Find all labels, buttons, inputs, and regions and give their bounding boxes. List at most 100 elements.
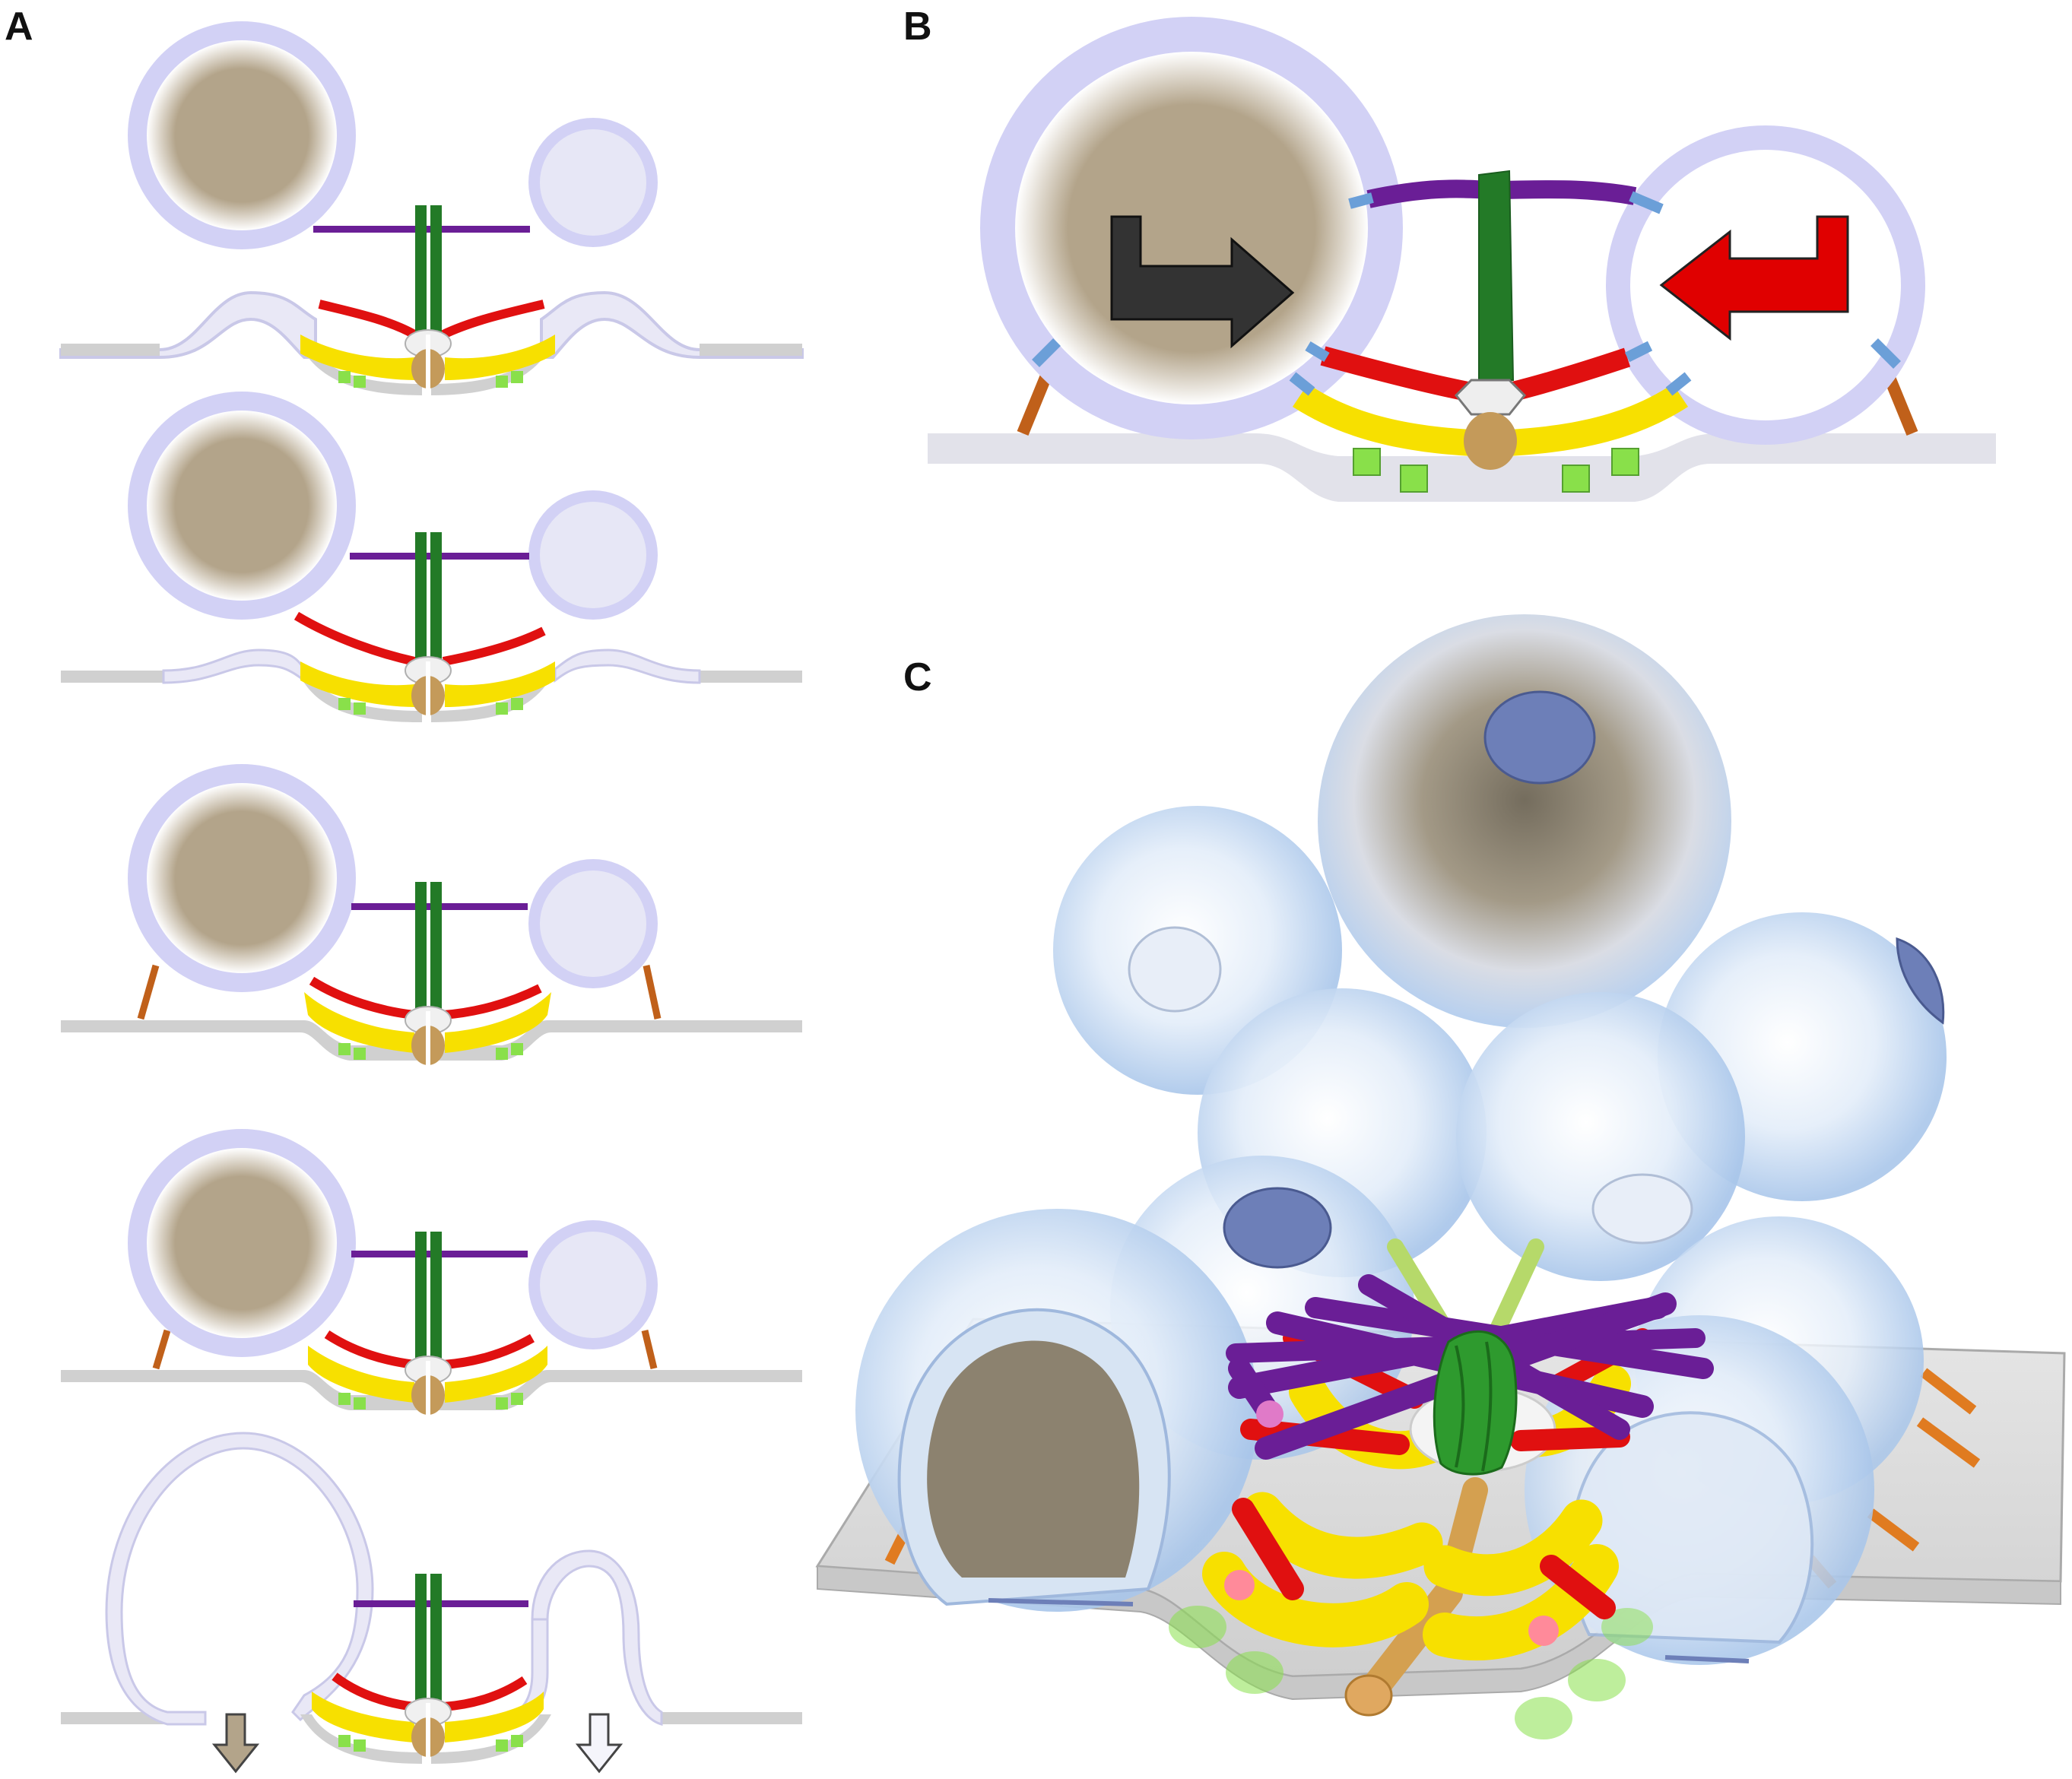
actin-bundle (415, 532, 427, 665)
panel-a-stage-1 (59, 21, 804, 403)
red-filament-end (1528, 1616, 1559, 1646)
red-filament (324, 1330, 415, 1369)
red-filament (1320, 346, 1470, 401)
plasma-membrane (554, 648, 701, 684)
membrane-line (61, 1712, 167, 1724)
membrane-pit (300, 346, 422, 395)
green-square (1562, 465, 1590, 493)
tan-core (1464, 412, 1517, 470)
yellow-filament (1509, 384, 1688, 456)
yellow-filament (445, 661, 555, 707)
membrane-line (700, 671, 802, 683)
blue-tip (1289, 372, 1315, 396)
membrane-pit (300, 1714, 422, 1764)
dense-core (1015, 52, 1368, 404)
actin-bundle (1455, 1345, 1465, 1468)
orange-tether (1867, 1508, 1920, 1552)
red-filament (442, 626, 546, 666)
yellow-filament (445, 1346, 547, 1403)
nucleus (1483, 690, 1596, 785)
background-vesicle (1456, 992, 1745, 1281)
membrane-pit (431, 1714, 551, 1764)
actin-bundle (430, 1232, 442, 1368)
red-filament (1510, 347, 1631, 401)
actin-bundle (430, 532, 442, 665)
red-filament (332, 1673, 415, 1711)
center-gap (426, 1703, 430, 1771)
yellow-filament (445, 1692, 544, 1743)
green-square (1611, 448, 1639, 476)
actin-bundle (430, 1574, 442, 1711)
red-filament-end (1224, 1570, 1255, 1600)
green-square (511, 698, 523, 710)
nucleus (1128, 926, 1222, 1013)
yellow-filament (304, 992, 414, 1053)
fused-small-vesicle (531, 1549, 663, 1726)
orange-tether (641, 1329, 658, 1370)
green-square (338, 371, 351, 383)
membrane-pit (300, 677, 422, 722)
panel-label-b: B (903, 5, 932, 49)
yellow-filament (445, 335, 555, 380)
membrane-line (61, 344, 160, 356)
actin-bundle (1478, 170, 1515, 381)
blue-tip (1305, 341, 1330, 363)
yellow-filament (300, 335, 414, 380)
actin-bundle (415, 1574, 427, 1711)
actin-bundle (415, 882, 427, 1019)
green-anchor (1169, 1606, 1226, 1648)
plasma-membrane (61, 1020, 802, 1061)
blue-tip (1348, 192, 1374, 209)
center-gap (426, 661, 430, 730)
yellow-filament (1241, 1492, 1443, 1579)
orange-tether (1920, 1368, 1977, 1415)
nucleus (1896, 937, 1945, 1025)
green-anchor (1226, 1651, 1283, 1694)
green-square (496, 702, 508, 715)
right-turn-arrow-icon (1110, 215, 1295, 349)
small-vesicle-lumen (540, 502, 646, 608)
panel-label-a: A (5, 5, 33, 49)
green-square (511, 371, 523, 383)
membrane-line (61, 671, 163, 683)
actin-bundle (430, 205, 442, 338)
dense-core (927, 1340, 1140, 1578)
tan-rod-end (1344, 1674, 1393, 1717)
membrane-pit (431, 677, 551, 722)
red-filament (1232, 1498, 1304, 1600)
orange-tether (1916, 1417, 1981, 1468)
small-vesicle-lumen (540, 129, 646, 236)
dense-core (147, 40, 337, 230)
green-square (496, 376, 508, 388)
red-filament (1540, 1555, 1616, 1619)
plasma-membrane (59, 290, 317, 359)
dense-core (147, 411, 337, 601)
green-square (354, 1397, 366, 1410)
blue-tip (1871, 338, 1901, 369)
red-filament (1510, 1426, 1630, 1451)
actin-bundle (430, 882, 442, 1019)
docking-plate (1664, 1655, 1750, 1663)
green-square (1400, 465, 1428, 493)
yellow-filament (300, 661, 414, 707)
membrane-line (662, 1712, 802, 1724)
membrane-pit (431, 346, 551, 395)
green-square (511, 1043, 523, 1055)
actin-bundle (1433, 1330, 1518, 1476)
green-anchor (1601, 1608, 1653, 1646)
blue-tip (1629, 191, 1664, 214)
center-gap (426, 1011, 430, 1080)
plasma-membrane (61, 1370, 802, 1410)
yellow-filament (1423, 1499, 1603, 1597)
panel-a-stage-4 (61, 1129, 802, 1429)
small-vesicle-lumen (540, 1232, 646, 1338)
green-square (354, 1048, 366, 1060)
yellow-filament (312, 1692, 414, 1743)
green-square (338, 1735, 351, 1747)
docking-plate (988, 1598, 1134, 1606)
nucleus (1223, 1187, 1332, 1269)
panel-b (928, 17, 1996, 502)
green-square (354, 1739, 366, 1752)
green-square (511, 1393, 523, 1405)
green-square (496, 1048, 508, 1060)
